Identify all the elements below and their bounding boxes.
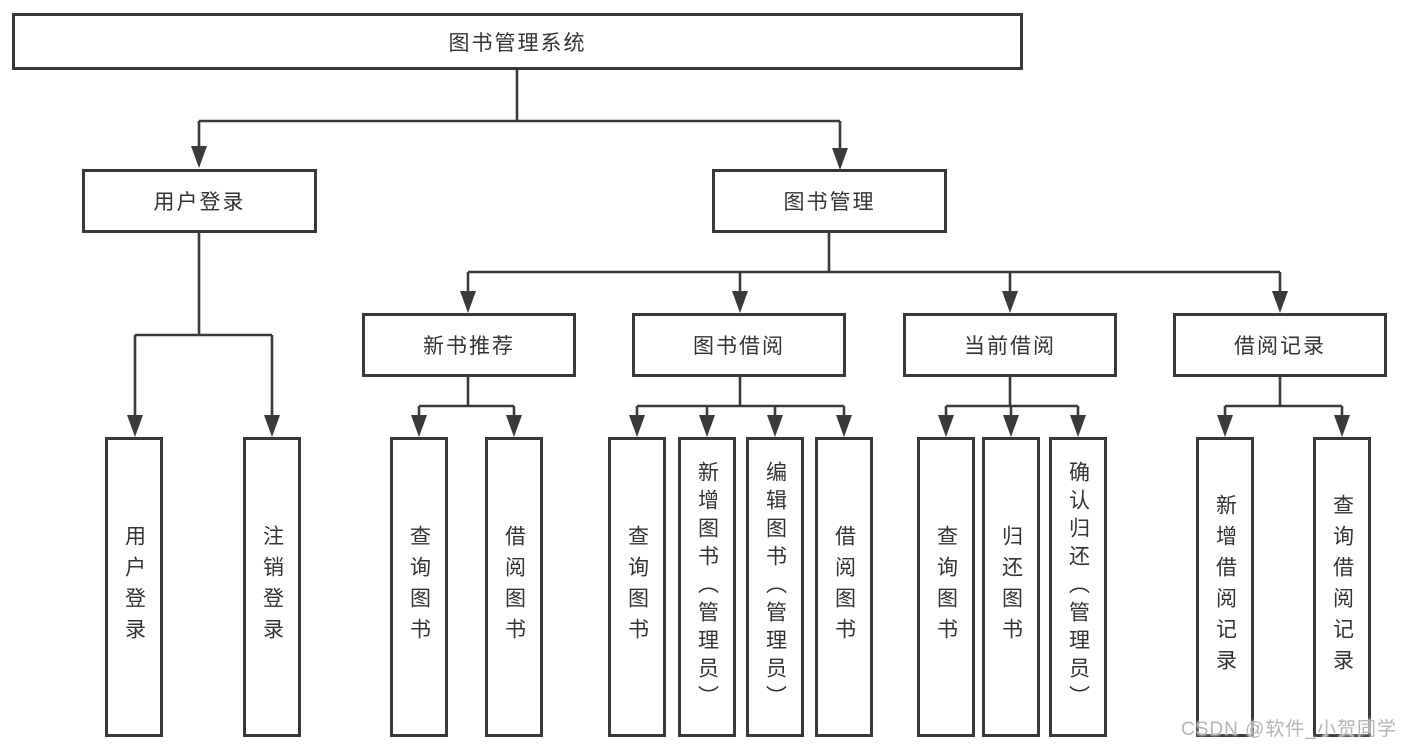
node-logout: 注销登录	[243, 437, 301, 737]
arrowheads	[127, 146, 1350, 437]
node-confirm-return-admin: 确认归还（管理员）	[1049, 437, 1107, 737]
node-borrow-books-2: 借阅图书	[815, 437, 873, 737]
node-query-books-2: 查询图书	[608, 437, 666, 737]
node-query-books-1: 查询图书	[390, 437, 448, 737]
csdn-watermark: CSDN @软件_小贺同学	[1181, 719, 1397, 740]
node-borrow-books-1: 借阅图书	[485, 437, 543, 737]
node-return-books: 归还图书	[982, 437, 1040, 737]
node-query-books-3: 查询图书	[917, 437, 975, 737]
node-library-management-system: 图书管理系统	[12, 13, 1023, 70]
node-user-login-leaf: 用户登录	[105, 437, 163, 737]
node-current-borrowing: 当前借阅	[903, 313, 1117, 377]
node-book-borrowing: 图书借阅	[632, 313, 846, 377]
node-new-book-recommendation: 新书推荐	[362, 313, 576, 377]
node-add-books-admin: 新增图书（管理员）	[678, 437, 736, 737]
node-book-management: 图书管理	[712, 169, 947, 233]
node-query-borrowing-record: 查询借阅记录	[1313, 437, 1371, 737]
node-borrowing-records: 借阅记录	[1173, 313, 1387, 377]
node-user-login: 用户登录	[82, 169, 317, 233]
node-edit-books-admin: 编辑图书（管理员）	[746, 437, 804, 737]
node-add-borrowing-record: 新增借阅记录	[1196, 437, 1254, 737]
